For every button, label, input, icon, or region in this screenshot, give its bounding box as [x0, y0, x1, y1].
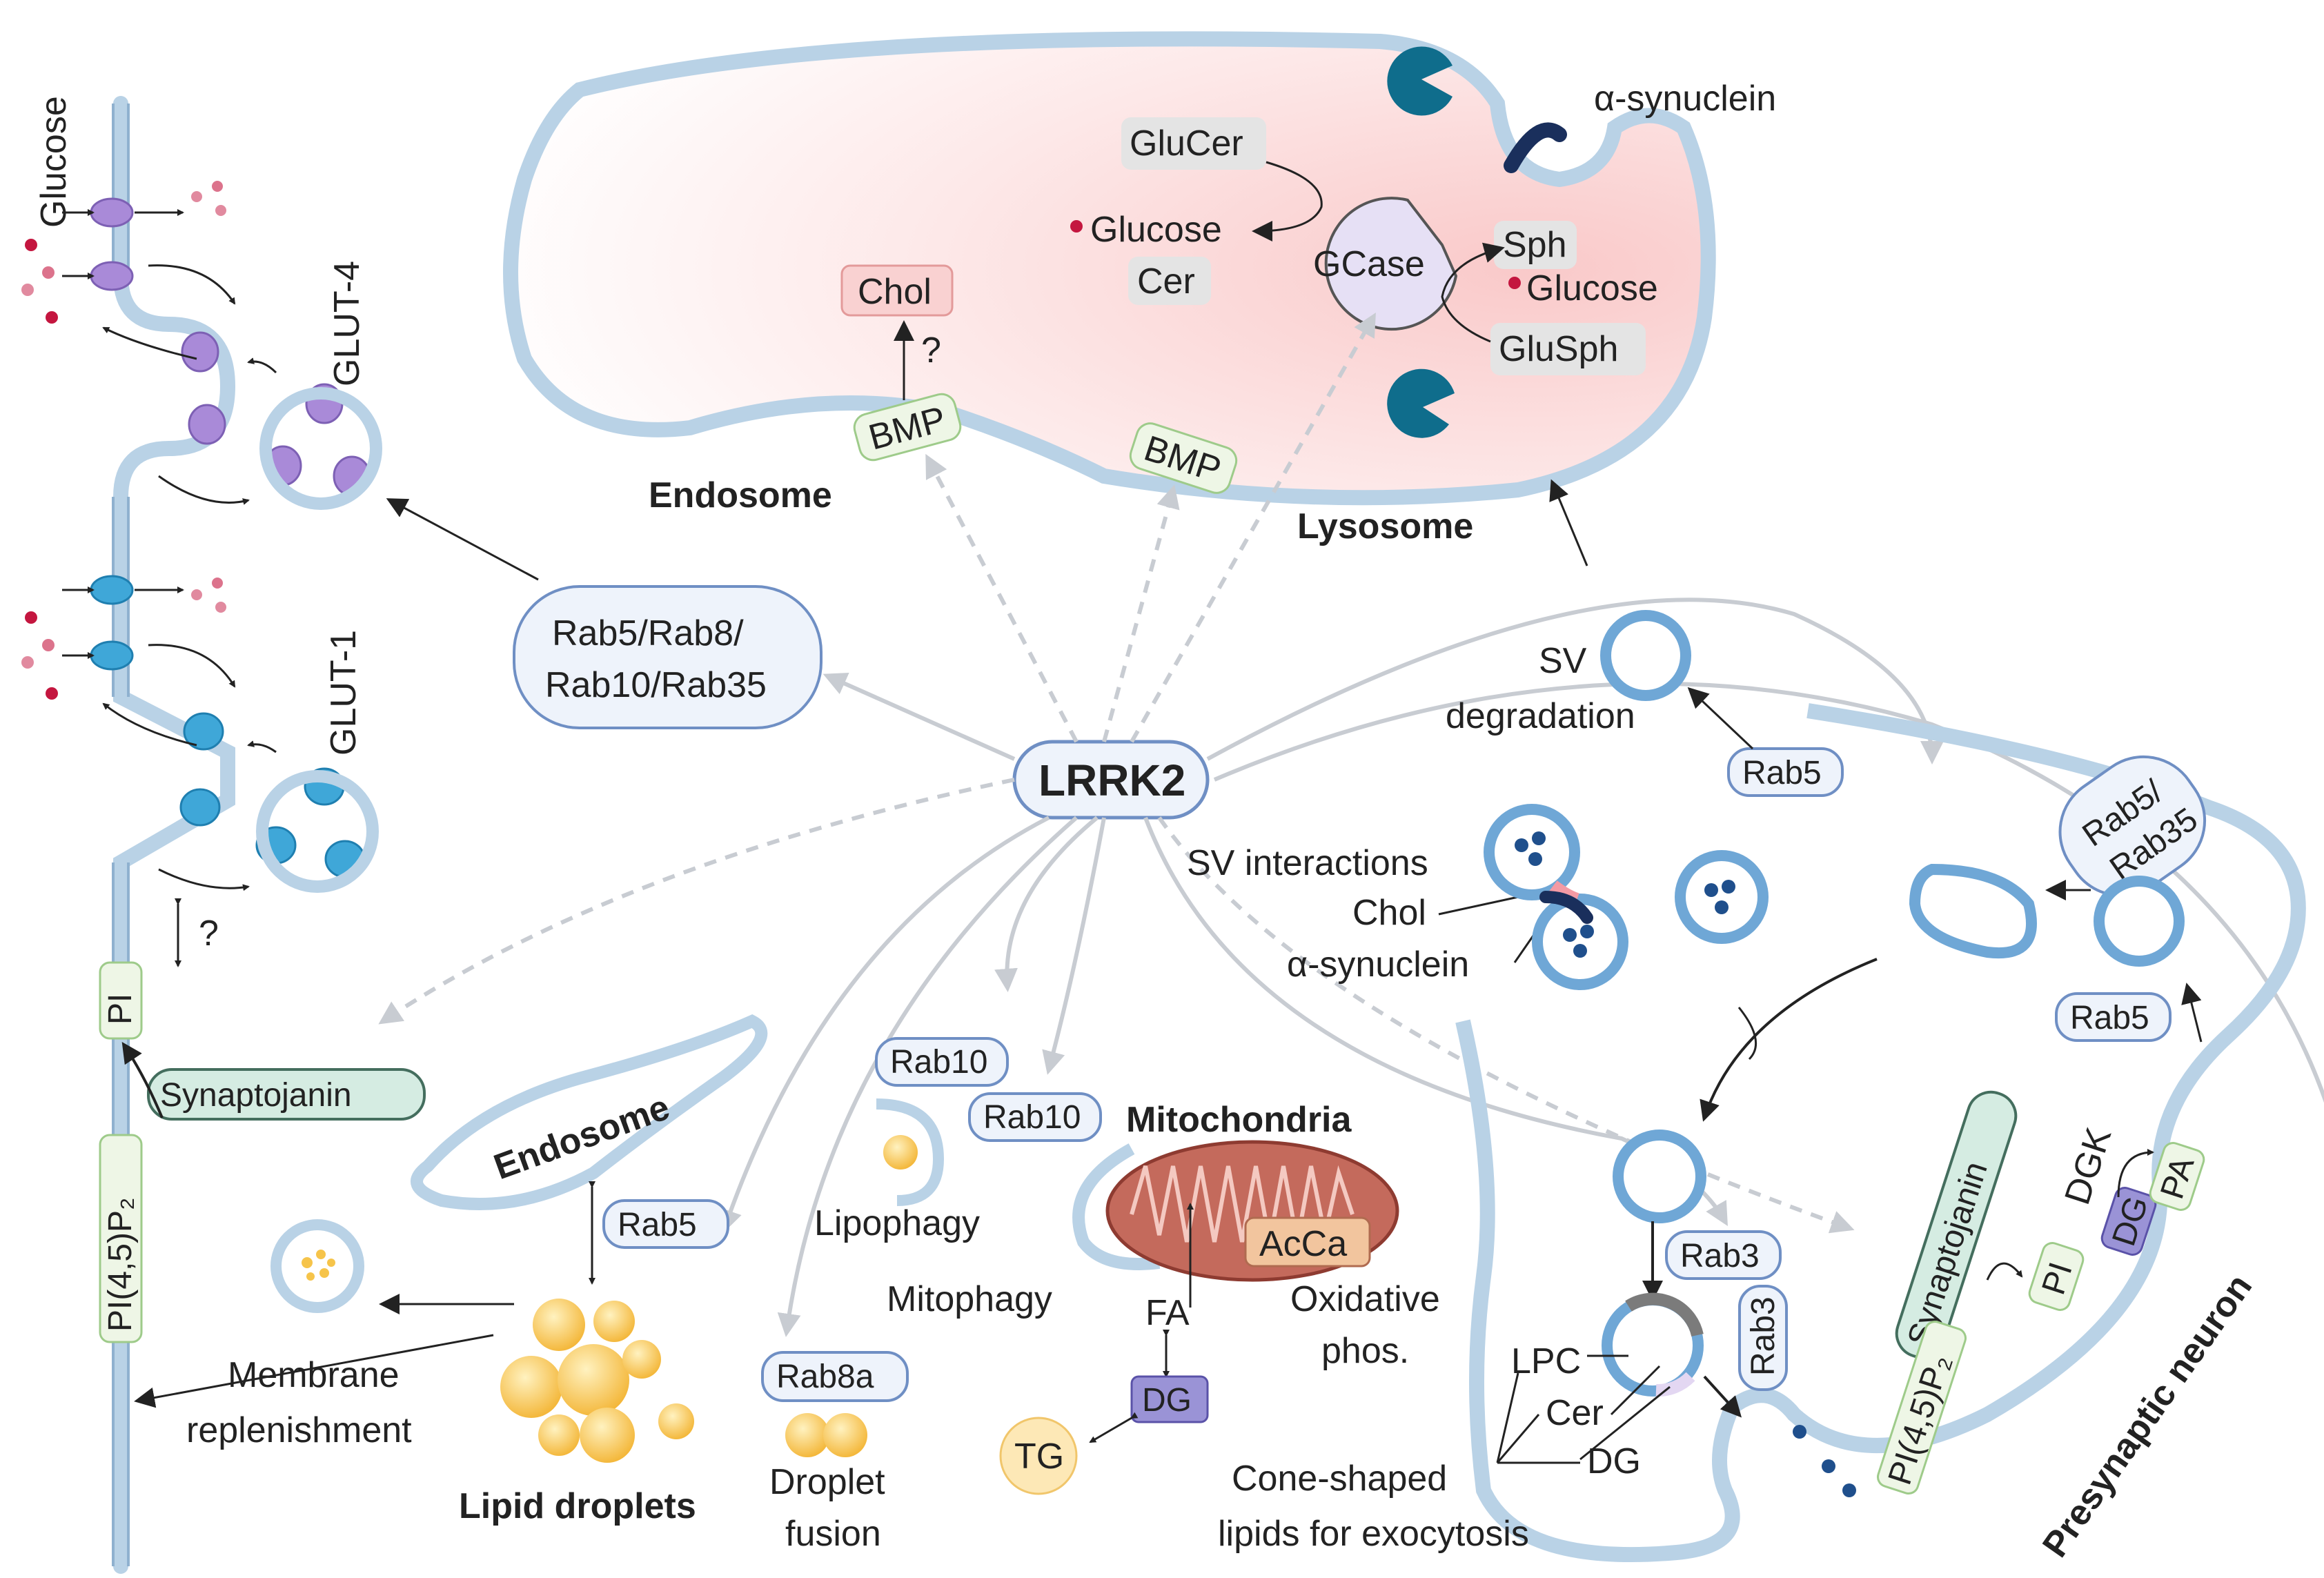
- sv-interactions-label: SV interactions: [1187, 843, 1428, 883]
- rab5-rab35-pill: [2058, 755, 2207, 897]
- pacman-enzymes: [1387, 46, 1455, 438]
- gcase-enzyme: [1324, 197, 1458, 331]
- lipid-droplets-label: Lipid droplets: [459, 1486, 696, 1526]
- glusph-label: GluSph: [1499, 329, 1618, 369]
- droplet-line2: fusion: [785, 1514, 881, 1554]
- endosome-top-label: Endosome: [649, 475, 832, 515]
- mitophagy-label: Mitophagy: [887, 1279, 1052, 1319]
- pi45p2-right-label: PI(4,5)P₂: [1882, 1350, 1958, 1490]
- cone-line1: Cone-shaped: [1232, 1459, 1447, 1499]
- presynaptic-neuron-label: Presynaptic neuron: [2035, 1267, 2260, 1564]
- tg-label: TG: [1014, 1437, 1064, 1477]
- cone-line2: lipids for exocytosis: [1218, 1514, 1529, 1554]
- glut4-label: GLUT-4: [327, 261, 367, 386]
- membrane-vesicle: [270, 1219, 364, 1313]
- cer-bottom-label: Cer: [1546, 1393, 1604, 1433]
- sv-degradation-vesicle: [1600, 610, 1691, 701]
- glut1-vesicle: [256, 770, 379, 893]
- lower-endosome: [411, 1014, 768, 1210]
- dg-bottom-label: DG: [1587, 1441, 1641, 1481]
- oxidative-line2: phos.: [1321, 1331, 1409, 1371]
- lpc-label: LPC: [1511, 1341, 1581, 1381]
- rab10-a-label: Rab10: [890, 1044, 987, 1081]
- dgk-label: DGK: [2057, 1123, 2119, 1209]
- mitochondria-label: Mitochondria: [1126, 1100, 1352, 1140]
- rab5-lower-label: Rab5: [618, 1207, 697, 1243]
- alpha-synuclein-top-label: α-synuclein: [1594, 79, 1776, 119]
- rab5-right-label: Rab5: [2070, 1000, 2149, 1036]
- droplet-line1: Droplet: [769, 1462, 885, 1502]
- rab3-b-label: Rab3: [1745, 1296, 1782, 1376]
- pi45p2-left-label: PI(4,5)P₂: [102, 1197, 139, 1332]
- synaptojanin-left-pill: [147, 1068, 426, 1121]
- pi-left-label: PI: [102, 994, 139, 1025]
- glut4-vesicle: [259, 387, 382, 510]
- oxidative-line1: Oxidative: [1290, 1279, 1440, 1319]
- dg-mid-label: DG: [1142, 1382, 1192, 1419]
- lrrk2-label: LRRK2: [1038, 756, 1185, 805]
- sv-recycling-vesicle: [2094, 876, 2185, 967]
- glucose-dots: [21, 181, 226, 700]
- chol-mid-label: Chol: [1352, 893, 1426, 933]
- acca-label: AcCa: [1259, 1224, 1347, 1264]
- membrane-line2: replenishment: [186, 1410, 412, 1450]
- rab8a-label: Rab8a: [776, 1359, 874, 1395]
- glucose-lysosome-right-label: Glucose: [1526, 268, 1658, 308]
- chol-top-label: Chol: [858, 272, 932, 312]
- mitophagy-membrane: [1072, 1143, 1161, 1270]
- rab-cluster-pill: [513, 585, 823, 729]
- glut4-transporters: [90, 197, 371, 497]
- rab10-b-label: Rab10: [983, 1099, 1081, 1136]
- presynaptic-membrane: [1455, 703, 2306, 1563]
- fa-label: FA: [1145, 1293, 1190, 1333]
- rab3-a-label: Rab3: [1680, 1238, 1760, 1274]
- glucose-label: Glucose: [34, 96, 74, 228]
- cer-lysosome-label: Cer: [1137, 262, 1195, 302]
- lipophagy-membrane: [876, 1098, 945, 1206]
- lysosome-label: Lysosome: [1297, 506, 1473, 546]
- glucer-label: GluCer: [1130, 124, 1243, 164]
- rab-cluster-line1: Rab5/Rab8/: [552, 613, 744, 653]
- sph-label: Sph: [1503, 225, 1567, 265]
- sv-label: SV: [1539, 641, 1587, 681]
- membrane-line1: Membrane: [228, 1355, 400, 1395]
- synaptojanin-right-pill: [1895, 1090, 2018, 1359]
- alpha-synuclein-mid-label: α-synuclein: [1287, 945, 1469, 985]
- rab5-top-label: Rab5: [1742, 755, 1822, 791]
- alpha-synuclein-top-shape: [1504, 122, 1567, 173]
- lipophagy-label: Lipophagy: [814, 1203, 980, 1243]
- left-plasma-membrane: [113, 96, 236, 1574]
- glucose-lysosome-left-label: Glucose: [1090, 210, 1222, 250]
- question-mark-left: ?: [199, 914, 219, 954]
- lipid-droplets: [500, 1299, 694, 1463]
- question-mark-top: ?: [921, 331, 941, 371]
- degradation-label: degradation: [1446, 696, 1635, 736]
- glut1-label: GLUT-1: [324, 630, 364, 756]
- endosome-right: [1909, 863, 2037, 959]
- glucose-transport-arrows: [62, 209, 277, 891]
- gcase-label: GCase: [1313, 244, 1425, 284]
- synaptojanin-left-label: Synaptojanin: [160, 1077, 352, 1114]
- rab-cluster-line2: Rab10/Rab35: [545, 665, 767, 705]
